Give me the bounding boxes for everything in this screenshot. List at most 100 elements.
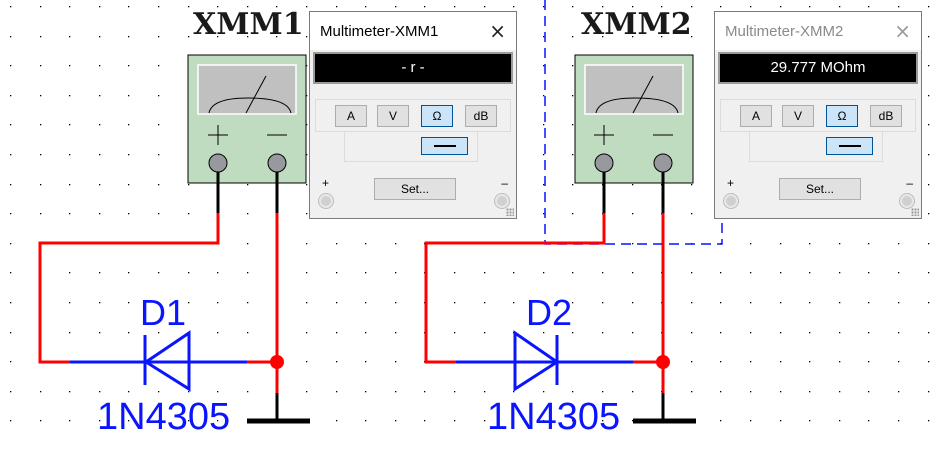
grid-dot [247, 6, 249, 8]
multimeter-xmm2-window[interactable]: Multimeter-XMM2 × 29.777 MOhm A V Ω dB +… [714, 11, 922, 219]
grid-dot [543, 184, 545, 186]
grid-dot [158, 213, 160, 215]
ammeter-button[interactable]: A [335, 105, 367, 127]
grid-dot [69, 272, 71, 274]
grid-dot [454, 332, 456, 334]
set-button[interactable]: Set... [374, 178, 456, 200]
grid-dot [336, 272, 338, 274]
grid-dot [632, 36, 634, 38]
window-titlebar[interactable]: Multimeter-XMM2 × [715, 12, 921, 50]
ammeter-button[interactable]: A [740, 105, 772, 127]
voltmeter-button[interactable]: V [377, 105, 409, 127]
grid-dot [928, 302, 930, 304]
grid-dot [750, 391, 752, 393]
decibel-button[interactable]: dB [870, 105, 902, 127]
grid-dot [69, 95, 71, 97]
grid-dot [69, 332, 71, 334]
grid-dot [247, 391, 249, 393]
multimeter-xmm2-symbol[interactable] [574, 54, 694, 184]
grid-dot [898, 391, 900, 393]
grid-dot [839, 361, 841, 363]
grid-dot [10, 124, 12, 126]
dc-signal-button[interactable] [826, 137, 873, 155]
grid-dot [868, 332, 870, 334]
grid-dot [128, 302, 130, 304]
grid-dot [691, 213, 693, 215]
circuit-2-wires[interactable] [424, 172, 696, 424]
diode-d2[interactable] [456, 330, 633, 392]
grid-dot [306, 332, 308, 334]
grid-dot [572, 36, 574, 38]
window-titlebar[interactable]: Multimeter-XMM1 × [310, 12, 516, 50]
dc-signal-button[interactable] [421, 137, 468, 155]
grid-dot [365, 391, 367, 393]
grid-dot [69, 213, 71, 215]
diode-d1[interactable] [70, 330, 247, 392]
junction-dot [656, 355, 670, 369]
grid-dot [10, 184, 12, 186]
grid-dot [691, 6, 693, 8]
close-icon[interactable]: × [489, 19, 506, 43]
grid-dot [336, 243, 338, 245]
grid-dot [839, 6, 841, 8]
grid-dot [454, 302, 456, 304]
grid-dot [217, 36, 219, 38]
close-icon[interactable]: × [894, 19, 911, 43]
set-button[interactable]: Set... [779, 178, 861, 200]
plus-terminal[interactable] [208, 153, 228, 173]
grid-dot [158, 6, 160, 8]
plus-terminal[interactable] [594, 153, 614, 173]
grid-dot [306, 95, 308, 97]
grid-dot [247, 302, 249, 304]
resize-grip-icon[interactable] [506, 208, 514, 216]
grid-dot [484, 272, 486, 274]
grid-dot [336, 6, 338, 8]
grid-dot [69, 154, 71, 156]
grid-dot [454, 420, 456, 422]
grid-dot [40, 95, 42, 97]
grid-dot [750, 361, 752, 363]
grid-dot [632, 391, 634, 393]
multimeter-xmm1-symbol[interactable] [187, 54, 307, 184]
resize-grip-icon[interactable] [911, 208, 919, 216]
grid-dot [543, 154, 545, 156]
minus-terminal[interactable] [495, 194, 509, 208]
grid-dot [809, 332, 811, 334]
minus-terminal[interactable] [267, 153, 287, 173]
grid-dot [217, 391, 219, 393]
grid-dot [99, 36, 101, 38]
grid-dot [10, 243, 12, 245]
d2-model-label: 1N4305 [487, 396, 621, 438]
grid-dot [247, 213, 249, 215]
grid-dot [69, 36, 71, 38]
grid-dot [602, 332, 604, 334]
ohmmeter-button[interactable]: Ω [826, 105, 858, 127]
grid-dot [188, 420, 190, 422]
grid-dot [513, 272, 515, 274]
plus-terminal[interactable] [319, 194, 333, 208]
grid-dot [365, 243, 367, 245]
plus-terminal[interactable] [724, 194, 738, 208]
ohmmeter-button[interactable]: Ω [421, 105, 453, 127]
circuit-1-wires[interactable] [38, 172, 310, 424]
signal-group [344, 132, 478, 162]
grid-dot [395, 272, 397, 274]
grid-dot [217, 332, 219, 334]
grid-dot [720, 302, 722, 304]
voltmeter-button[interactable]: V [782, 105, 814, 127]
grid-dot [543, 124, 545, 126]
grid-dot [10, 391, 12, 393]
d2-ref-label: D2 [526, 292, 573, 333]
grid-dot [543, 391, 545, 393]
grid-dot [632, 213, 634, 215]
minus-terminal[interactable] [900, 194, 914, 208]
multimeter-xmm1-window[interactable]: Multimeter-XMM1 × - r - A V Ω dB + – Set… [309, 11, 517, 219]
grid-dot [572, 420, 574, 422]
grid-dot [868, 302, 870, 304]
grid-dot [395, 332, 397, 334]
minus-terminal[interactable] [653, 153, 673, 173]
decibel-button[interactable]: dB [465, 105, 497, 127]
grid-dot [572, 124, 574, 126]
grid-dot [158, 332, 160, 334]
